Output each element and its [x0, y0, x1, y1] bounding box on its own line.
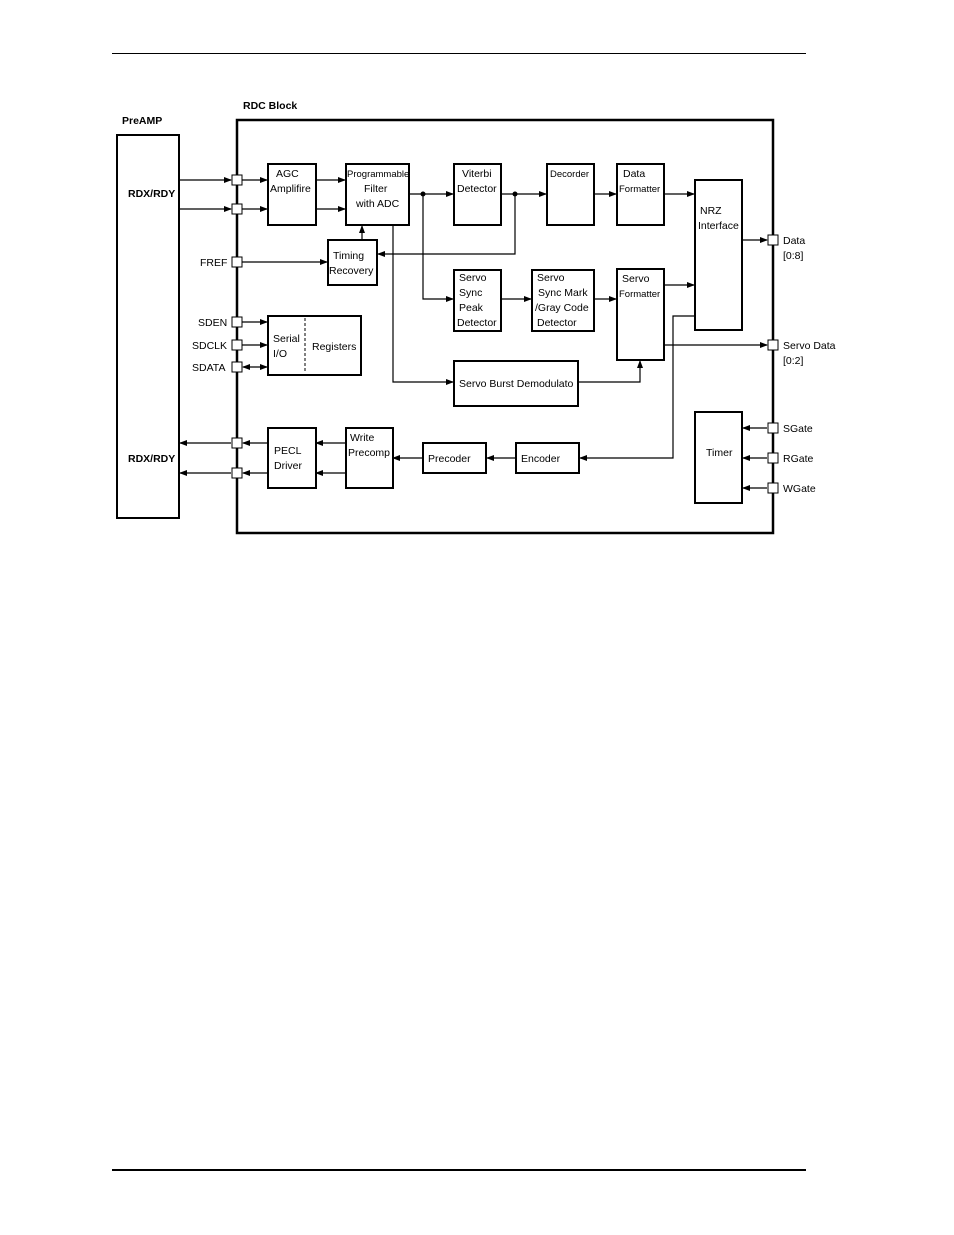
servo-sync-label-1: Servo	[459, 272, 487, 284]
sync-mark-label-4: Detector	[537, 317, 577, 329]
write-precomp-label-2: Precomp	[348, 447, 390, 459]
sync-mark-label-2: Sync Mark	[538, 287, 588, 299]
preamp-bottom-label: RDX/RDY	[128, 453, 175, 465]
decorder-block: Decorder	[546, 163, 595, 226]
decorder-label: Decorder	[550, 169, 589, 180]
servo-formatter-label-2: Formatter	[619, 289, 660, 300]
encoder-label: Encoder	[521, 453, 561, 465]
servo-data-pin-label-2: [0:2]	[783, 355, 804, 367]
pin-wdx-2	[231, 467, 243, 479]
servo-sync-label-3: Peak	[459, 302, 484, 314]
serial-io-label-1: Serial	[273, 333, 300, 345]
timing-label-1: Timing	[333, 250, 364, 262]
signal-wires	[179, 177, 768, 491]
agc-label-2: Amplifire	[270, 183, 311, 195]
preamp-top-label: RDX/RDY	[128, 188, 175, 200]
viterbi-label-1: Viterbi	[462, 168, 492, 180]
timer-label: Timer	[706, 447, 733, 459]
agc-label-1: AGC	[276, 168, 299, 180]
sden-label: SDEN	[198, 317, 227, 329]
filter-label-2: Filter	[364, 183, 388, 195]
servo-burst-demodulator-block: Servo Burst Demodulato	[453, 360, 579, 407]
sync-mark-label-1: Servo	[537, 272, 565, 284]
pin-wgate	[767, 482, 779, 494]
pin-data	[767, 234, 779, 246]
pin-rgate	[767, 452, 779, 464]
viterbi-label-2: Detector	[457, 183, 497, 195]
sync-mark-label-3: /Gray Code	[535, 302, 589, 314]
write-precomp-block: Write Precomp	[345, 427, 394, 489]
servo-formatter-label-1: Servo	[622, 273, 650, 285]
sgate-label: SGate	[783, 423, 813, 435]
timer-block: Timer	[694, 411, 743, 504]
servo-sync-label-4: Detector	[457, 317, 497, 329]
fref-label: FREF	[200, 257, 227, 269]
encoder-block: Encoder	[515, 442, 580, 474]
pin-wdx-1	[231, 437, 243, 449]
timing-label-2: Recovery	[329, 265, 374, 277]
data-formatter-label-2: Formatter	[619, 184, 660, 195]
servo-sync-peak-detector-block: Servo Sync Peak Detector	[453, 269, 502, 332]
rdc-block-title: RDC Block	[243, 100, 297, 112]
pin-sdata	[231, 361, 243, 373]
pecl-label-1: PECL	[274, 445, 302, 457]
pecl-driver-block: PECL Driver	[267, 427, 317, 489]
data-formatter-label-1: Data	[623, 168, 645, 180]
header-rule	[112, 53, 806, 54]
servo-formatter-block: Servo Formatter	[616, 268, 665, 361]
servo-sync-label-2: Sync	[459, 287, 482, 299]
precoder-block: Precoder	[422, 442, 487, 474]
nrz-label-1: NRZ	[700, 205, 722, 217]
pin-rdx-2	[231, 203, 243, 215]
pin-servo-data	[767, 339, 779, 351]
sdata-label: SDATA	[192, 362, 225, 374]
serial-io-registers-block: Serial I/O Registers	[267, 315, 362, 376]
pin-rdx-1	[231, 174, 243, 186]
preamp-block	[116, 134, 180, 519]
timing-recovery-block: Timing Recovery	[327, 239, 378, 286]
rgate-label: RGate	[783, 453, 814, 465]
pins	[231, 174, 779, 494]
pin-fref	[231, 256, 243, 268]
servo-burst-label: Servo Burst Demodulato	[459, 378, 574, 390]
agc-amplifire-block: AGC Amplifire	[267, 163, 317, 226]
write-precomp-label-1: Write	[350, 432, 374, 444]
preamp-title: PreAMP	[122, 115, 162, 127]
footer-rule	[112, 1169, 806, 1171]
filter-label-3: with ADC	[355, 198, 400, 210]
registers-label: Registers	[312, 341, 356, 353]
servo-data-pin-label-1: Servo Data	[783, 340, 836, 352]
servo-sync-mark-detector-block: Servo Sync Mark /Gray Code Detector	[531, 269, 595, 332]
pin-sden	[231, 316, 243, 328]
precoder-label: Precoder	[428, 453, 471, 465]
pin-sdclk	[231, 339, 243, 351]
data-pin-label-2: [0:8]	[783, 250, 804, 262]
pin-sgate	[767, 422, 779, 434]
data-pin-label-1: Data	[783, 235, 805, 247]
data-formatter-block: Data Formatter	[616, 163, 665, 226]
sdclk-label: SDCLK	[192, 340, 227, 352]
wgate-label: WGate	[783, 483, 816, 495]
pecl-label-2: Driver	[274, 460, 303, 472]
viterbi-detector-block: Viterbi Detector	[453, 163, 502, 226]
nrz-interface-block: NRZ Interface	[694, 179, 743, 331]
filter-label-1: Programmable	[347, 169, 409, 180]
serial-io-label-2: I/O	[273, 348, 287, 360]
programmable-filter-block: Programmable Filter with ADC	[345, 163, 410, 226]
nrz-label-2: Interface	[698, 220, 739, 232]
